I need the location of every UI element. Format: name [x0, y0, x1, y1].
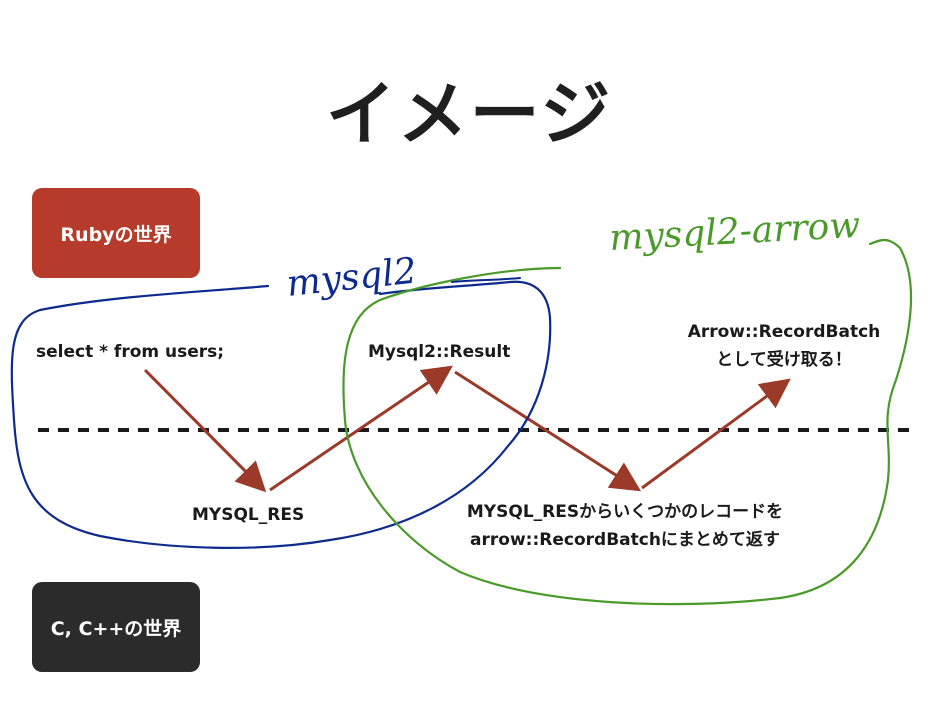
receive-label: Arrow::RecordBatch として受け取る！ [664, 318, 904, 374]
conversion-label-line1: MYSQL_RESからいくつかのレコードを [466, 502, 784, 522]
c-world-badge: C, C++の世界 [32, 582, 200, 672]
ruby-world-badge: Rubyの世界 [32, 188, 200, 278]
conversion-label: MYSQL_RESからいくつかのレコードを arrow::RecordBatch… [410, 498, 840, 554]
mysql2-outline [10, 280, 552, 549]
arrow-conversion-to-recordbatch [641, 378, 791, 490]
mysql2-result-label: Mysql2::Result [368, 342, 511, 362]
query-label: select * from users; [36, 342, 225, 362]
conversion-label-line2: arrow::RecordBatchにまとめて返す [470, 530, 780, 550]
arrow-query-to-mysql-res [143, 368, 267, 493]
mysql-res-label: MYSQL_RES [192, 505, 305, 525]
arrow-mysql-res-to-result [269, 365, 453, 492]
mysql2-arrow-tail [451, 277, 521, 283]
c-world-label: C, C++の世界 [50, 617, 182, 640]
mysql2-arrow-annotation: mysql2-arrow [608, 205, 861, 259]
mysql2-annotation: mysql2 [285, 251, 419, 305]
arrow-result-to-conversion [454, 370, 642, 492]
receive-label-line2: として受け取る！ [716, 350, 852, 370]
mysql2-arrow-outline [342, 238, 913, 606]
receive-label-line1: Arrow::RecordBatch [687, 322, 881, 342]
ruby-world-label: Rubyの世界 [60, 223, 172, 246]
slide-title: イメージ [325, 73, 613, 155]
